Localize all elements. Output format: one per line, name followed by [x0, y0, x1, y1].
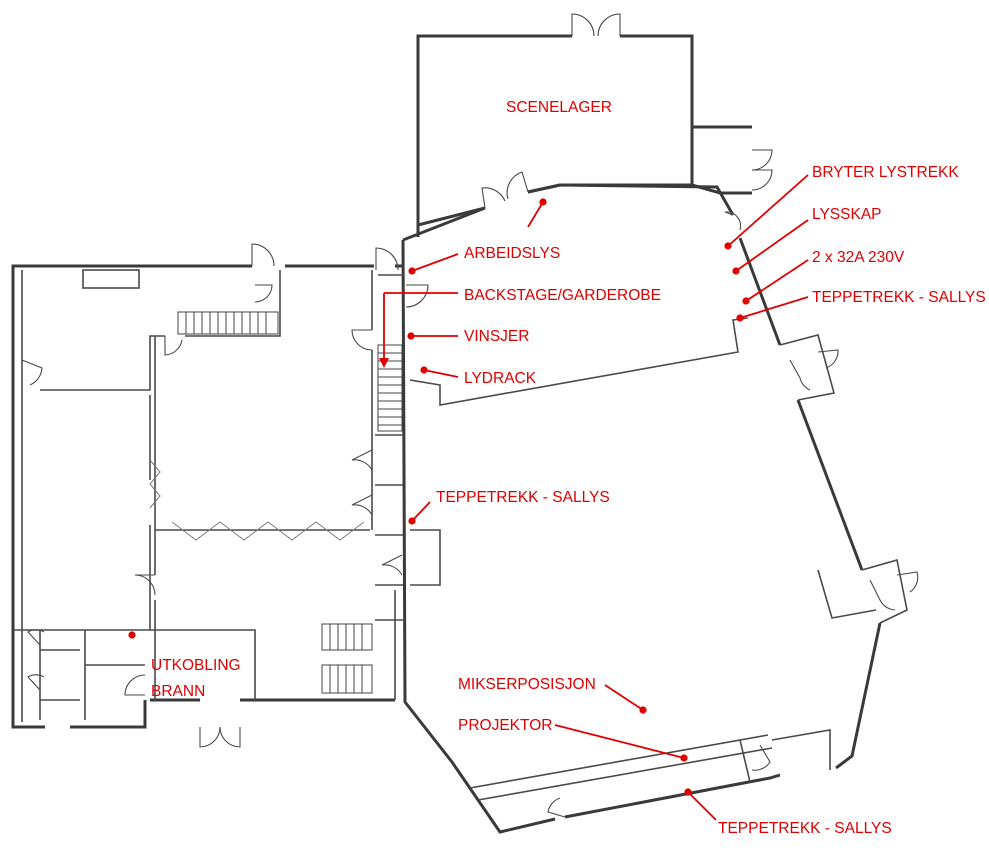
marker-lysskap: [732, 267, 740, 275]
right-door-boxes: [779, 334, 908, 624]
label-brann: BRANN: [151, 683, 205, 700]
door-stage-entry: [351, 329, 373, 351]
leader-teppetrekk-3: [687, 791, 717, 821]
label-utkobling: UTKOBLING: [151, 657, 241, 674]
label-teppetrekk-2: TEPPETREKK - SALLYS: [436, 489, 610, 506]
stairs: [82, 269, 403, 694]
label-scenelager: SCENELAGER: [506, 99, 612, 116]
marker-vinsjer: [407, 332, 415, 340]
door-right-upper: [789, 349, 839, 391]
marker-bryter-lystrekk: [724, 242, 732, 250]
marker-mikserposisjon: [639, 706, 647, 714]
walls: [11, 34, 908, 834]
leader-projektor: [554, 724, 685, 759]
leader-bryter-lystrekk: [727, 174, 809, 247]
marker-power: [742, 297, 750, 305]
door-small-3: [381, 554, 403, 576]
annex-walls: [691, 125, 752, 195]
door-left-top: [251, 243, 275, 303]
left-building-walls: [11, 264, 403, 729]
marker-lydrack: [420, 366, 428, 374]
marker-scenelager-light: [539, 198, 547, 206]
door-small-2: [351, 494, 373, 516]
leader-lysskap: [735, 219, 809, 272]
leader-teppetrekk-1: [739, 296, 809, 319]
markers: [128, 198, 750, 796]
bottom-corridor: [469, 729, 831, 801]
leader-power: [745, 259, 809, 302]
label-arbeidslys: ARBEIDSLYS: [464, 245, 560, 262]
folding-partition: [171, 521, 365, 541]
leader-arbeidslys: [411, 253, 459, 272]
door-corridor: [547, 797, 566, 818]
door-storage-hall: [481, 171, 529, 209]
label-projektor: PROJEKTOR: [458, 717, 552, 734]
door-annex: [751, 149, 773, 191]
arrow-backstage: [379, 358, 389, 368]
stair-top-left: [177, 311, 279, 335]
label-teppetrekk-3: TEPPETREKK - SALLYS: [718, 820, 892, 837]
label-vinsjer: VINSJER: [464, 328, 529, 345]
leader-lydrack: [423, 369, 459, 378]
door-storage-top: [571, 13, 621, 37]
door-lysskap: [724, 211, 742, 231]
door-backstage-top: [375, 247, 399, 271]
folding-partition-vertical: [149, 459, 161, 509]
leader-teppetrekk-2: [411, 501, 431, 522]
door-backstage-side: [405, 284, 429, 308]
label-lysskap: LYSSKAP: [812, 206, 882, 223]
scenelager-walls: [416, 34, 694, 237]
leader-scenelager-light: [527, 201, 544, 228]
stair-middle-lower: [321, 664, 373, 694]
label-lydrack: LYDRACK: [464, 370, 537, 387]
hall-walls: [401, 183, 882, 834]
door-wc-1: [27, 629, 45, 646]
door-utkobling: [124, 674, 146, 696]
label-mikserposisjon: MIKSERPOSISJON: [458, 676, 596, 693]
stair-backstage: [377, 344, 403, 432]
marker-teppetrekk-3: [684, 788, 692, 796]
door-right-lower: [869, 571, 919, 611]
marker-utkobling: [128, 631, 136, 639]
door-bottom-exit: [199, 726, 241, 748]
label-bryter-lystrekk: BRYTER LYSTREKK: [812, 164, 959, 181]
leader-mikserposisjon: [604, 684, 644, 711]
marker-teppetrekk-2: [408, 517, 416, 525]
left-inner-walls: [14, 270, 441, 722]
label-teppetrekk-1: TEPPETREKK - SALLYS: [812, 289, 986, 306]
leader-lines: [383, 174, 809, 821]
door-left-mid: [134, 574, 156, 596]
stair-middle-upper: [321, 623, 373, 651]
door-left-room: [21, 359, 43, 386]
doors: [21, 13, 919, 818]
door-wc-2: [27, 674, 45, 691]
label-backstage: BACKSTAGE/GARDEROBE: [464, 287, 661, 304]
fixture-box: [82, 269, 140, 289]
label-power: 2 x 32A 230V: [812, 249, 905, 266]
door-small-1: [351, 449, 373, 471]
door-hall: [164, 336, 183, 356]
marker-projektor: [680, 754, 688, 762]
door-corridor-right: [751, 744, 771, 771]
marker-teppetrekk-1: [736, 314, 744, 322]
stage-partition: [409, 317, 749, 406]
labels: SCENELAGER BRYTER LYSTREKK LYSSKAP 2 x 3…: [151, 99, 986, 837]
marker-arbeidslys: [408, 267, 416, 275]
